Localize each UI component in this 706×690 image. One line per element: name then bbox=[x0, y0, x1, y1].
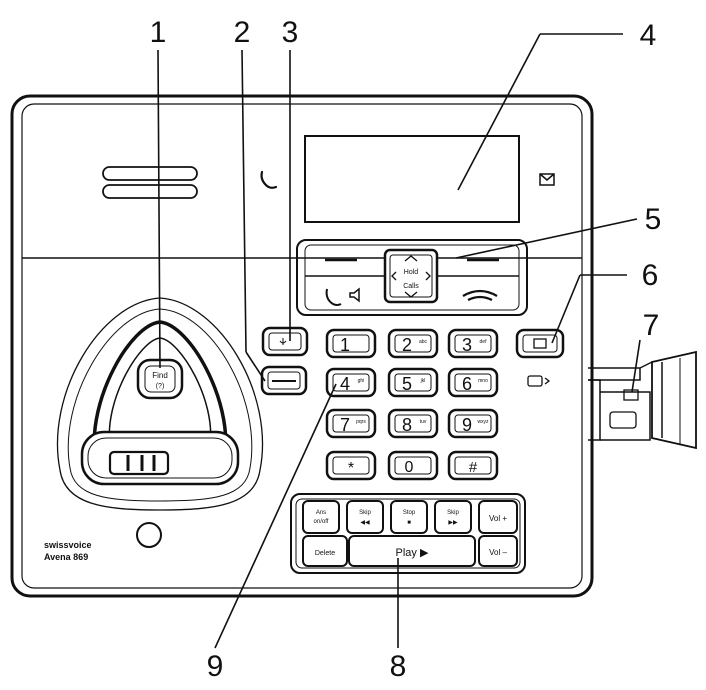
end-call-button[interactable] bbox=[462, 289, 498, 301]
keypad-digit: 0 bbox=[405, 459, 414, 476]
keypad-digit: 3 bbox=[462, 335, 472, 355]
keypad-key[interactable]: 5 jkl bbox=[387, 367, 439, 398]
callout-leaders bbox=[157, 33, 641, 649]
keypad-key[interactable]: 2 abc bbox=[387, 328, 439, 359]
keypad: 1 2 abc 3 def 4 ghi 5 jkl bbox=[325, 328, 499, 481]
keypad-digit: 7 bbox=[340, 415, 350, 435]
keypad-key[interactable]: * bbox=[325, 450, 377, 481]
keypad-key[interactable]: 8 tuv bbox=[387, 408, 439, 439]
keypad-key[interactable]: 1 bbox=[325, 328, 377, 359]
volume-up-label: Vol + bbox=[489, 514, 507, 523]
callout-4: 4 bbox=[640, 19, 657, 52]
phonebook-icon bbox=[533, 338, 547, 349]
keypad-key[interactable]: 9 wxyz bbox=[447, 408, 499, 439]
skip-back-label: Skip bbox=[359, 510, 371, 516]
power-indicator bbox=[136, 522, 162, 548]
display-screen bbox=[304, 135, 520, 223]
keypad-digit: 9 bbox=[462, 415, 472, 435]
skip-forward-icon: ▶▶ bbox=[448, 520, 458, 526]
callout-3: 3 bbox=[282, 16, 299, 49]
callout-labels: 1 2 3 4 5 6 7 8 9 bbox=[150, 16, 662, 683]
handset-cradle bbox=[56, 297, 264, 511]
keypad-digit: * bbox=[348, 460, 354, 477]
keypad-digit: 1 bbox=[340, 335, 350, 355]
callout-6: 6 bbox=[642, 259, 659, 292]
nav-key-hold-label: Hold bbox=[404, 269, 419, 276]
keypad-key[interactable]: 7 pqrs bbox=[325, 408, 377, 439]
answering-machine-panel bbox=[290, 493, 526, 574]
ans-onoff-label: Ans bbox=[316, 510, 326, 516]
keypad-key[interactable]: 6 mno bbox=[447, 367, 499, 398]
keypad-digit: 8 bbox=[402, 415, 412, 435]
keypad-digit: 6 bbox=[462, 374, 472, 394]
skip-back-icon: ◀◀ bbox=[360, 520, 370, 526]
volume-down-button[interactable]: Vol – bbox=[478, 535, 518, 567]
keypad-digit: 5 bbox=[402, 374, 412, 394]
navigation-cluster bbox=[296, 239, 528, 316]
keypad-key[interactable]: 4 ghi bbox=[325, 367, 377, 398]
keypad-letters: jkl bbox=[420, 378, 426, 384]
mute-icon bbox=[279, 338, 287, 345]
callout-1: 1 bbox=[150, 16, 167, 49]
keypad-digit: # bbox=[469, 459, 478, 476]
nav-key-calls-label: Calls bbox=[403, 283, 419, 290]
play-label: Play ▶ bbox=[396, 547, 429, 559]
keypad-digit: 4 bbox=[340, 374, 350, 394]
mute-button[interactable] bbox=[261, 326, 309, 357]
keypad-letters: ghi bbox=[358, 378, 365, 384]
keypad-letters: abc bbox=[419, 339, 428, 345]
callout-7: 7 bbox=[643, 309, 660, 342]
model-name: Avena 869 bbox=[44, 552, 88, 562]
stop-icon: ■ bbox=[407, 520, 411, 526]
keypad-letters: wxyz bbox=[477, 419, 489, 425]
nav-key[interactable]: Hold Calls bbox=[383, 248, 439, 304]
handset-icon bbox=[260, 170, 278, 189]
sd-card-icon bbox=[623, 389, 639, 401]
headset-icon bbox=[527, 375, 551, 387]
play-button[interactable]: Play ▶ bbox=[348, 535, 476, 567]
phonebook-button[interactable] bbox=[515, 328, 565, 359]
keypad-key[interactable]: 0 bbox=[387, 450, 439, 481]
speakerphone-button[interactable] bbox=[325, 287, 360, 306]
side-cover bbox=[588, 350, 697, 450]
phone-body bbox=[10, 94, 594, 598]
callout-5: 5 bbox=[645, 203, 662, 236]
skip-forward-label: Skip bbox=[447, 510, 459, 516]
keypad-letters: pqrs bbox=[356, 419, 366, 425]
keypad-letters: tuv bbox=[420, 419, 427, 425]
stop-label: Stop bbox=[403, 510, 416, 516]
volume-up-button[interactable]: Vol + bbox=[478, 500, 518, 534]
callout-2: 2 bbox=[234, 16, 251, 49]
keypad-letters: mno bbox=[478, 378, 488, 384]
keypad-letters: def bbox=[480, 339, 488, 345]
callout-8: 8 bbox=[390, 650, 407, 683]
find-button-sublabel: (?) bbox=[156, 383, 165, 390]
softkey-left[interactable] bbox=[305, 245, 380, 275]
softkey-right[interactable] bbox=[444, 245, 519, 275]
keypad-key[interactable]: 3 def bbox=[447, 328, 499, 359]
delete-label: Delete bbox=[315, 550, 335, 557]
keypad-digit: 2 bbox=[402, 335, 412, 355]
find-button-label: Find bbox=[152, 371, 168, 380]
speaker-grille bbox=[102, 166, 198, 199]
stop-button[interactable]: Stop ■ bbox=[390, 500, 428, 534]
message-indicator-icon bbox=[539, 173, 555, 186]
callout-9: 9 bbox=[207, 650, 224, 683]
redial-button[interactable] bbox=[260, 365, 308, 396]
ans-onoff-sublabel: on/off bbox=[314, 519, 329, 525]
keypad-key[interactable]: # bbox=[447, 450, 499, 481]
skip-forward-button[interactable]: Skip ▶▶ bbox=[434, 500, 472, 534]
ans-onoff-button[interactable]: Ans on/off bbox=[302, 500, 340, 534]
skip-back-button[interactable]: Skip ◀◀ bbox=[346, 500, 384, 534]
delete-button[interactable]: Delete bbox=[302, 535, 348, 567]
volume-down-label: Vol – bbox=[489, 548, 507, 557]
brand-name: swissvoice bbox=[44, 540, 92, 550]
